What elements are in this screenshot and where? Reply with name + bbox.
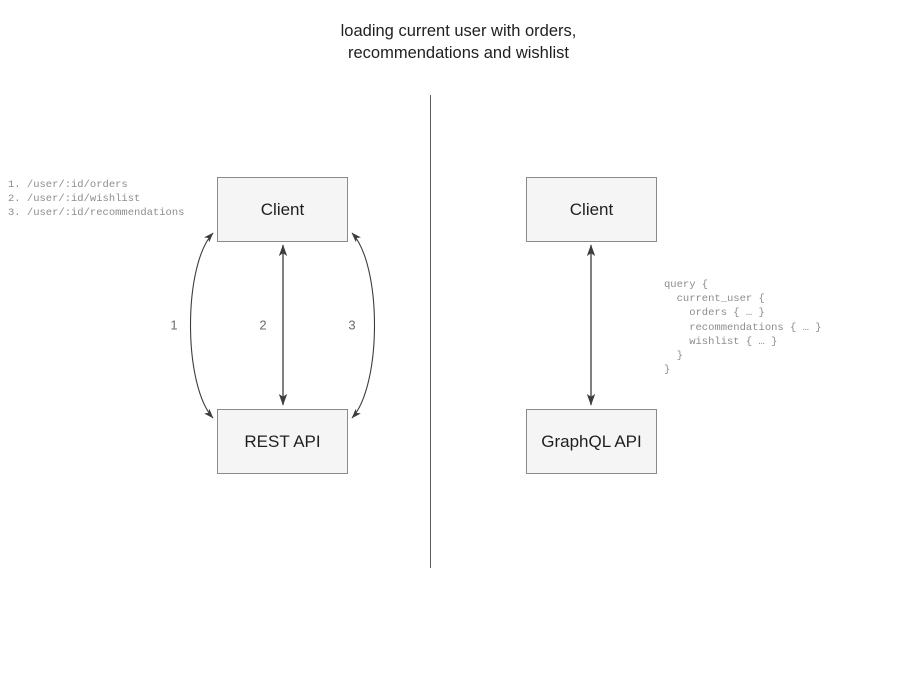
edge-arrow-1 [190, 232, 214, 419]
node-rest-client-label: Client [260, 199, 305, 219]
rest-endpoint-list: 1. /user/:id/orders 2. /user/:id/wishlis… [8, 179, 185, 220]
vertical-divider [430, 95, 431, 568]
edge-label-1: 1 [170, 317, 178, 333]
node-rest-api[interactable]: REST API [217, 409, 348, 474]
node-graphql-api-label: GraphQL API [541, 431, 642, 451]
graphql-query-block: query { current_user { orders { … } reco… [664, 279, 822, 377]
node-rest-client[interactable]: Client [217, 177, 348, 242]
edge-label-2: 2 [259, 317, 267, 333]
page-title: loading current user with orders, recomm… [340, 22, 577, 62]
node-rest-api-label: REST API [244, 431, 321, 451]
node-graphql-client[interactable]: Client [526, 177, 657, 242]
node-graphql-client-label: Client [569, 199, 614, 219]
edge-label-3: 3 [348, 317, 356, 333]
node-graphql-api[interactable]: GraphQL API [526, 409, 657, 474]
